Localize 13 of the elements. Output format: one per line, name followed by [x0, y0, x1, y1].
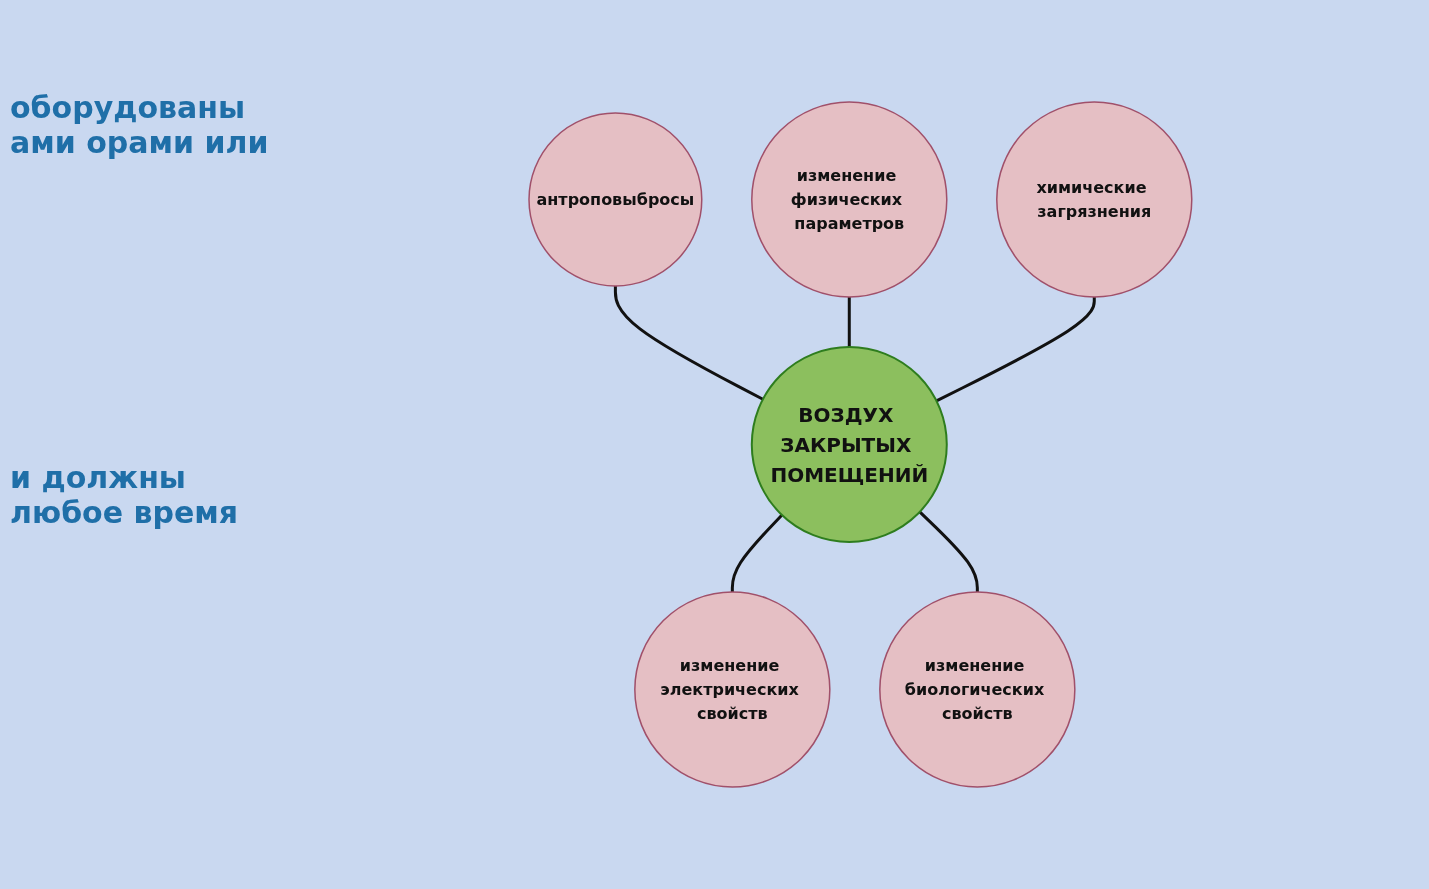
connector [918, 510, 979, 592]
node-circle: антроповыбросы [527, 112, 703, 287]
connector [730, 514, 783, 592]
node-circle: химические загрязнения [995, 101, 1193, 298]
note-text: и должны любое время [10, 460, 240, 530]
connector [847, 297, 851, 347]
connector [935, 297, 1096, 403]
node-circle: изменение биологических свойств [878, 591, 1076, 788]
node-circle: изменение физических параметров [750, 101, 948, 298]
connector [613, 285, 764, 401]
node-circle: ВОЗДУХ ЗАКРЫТЫХ ПОМЕЩЕНИЙ [750, 346, 948, 543]
node-circle: изменение электрических свойств [633, 591, 831, 788]
note-text: оборудованы ами орами или [10, 90, 270, 160]
